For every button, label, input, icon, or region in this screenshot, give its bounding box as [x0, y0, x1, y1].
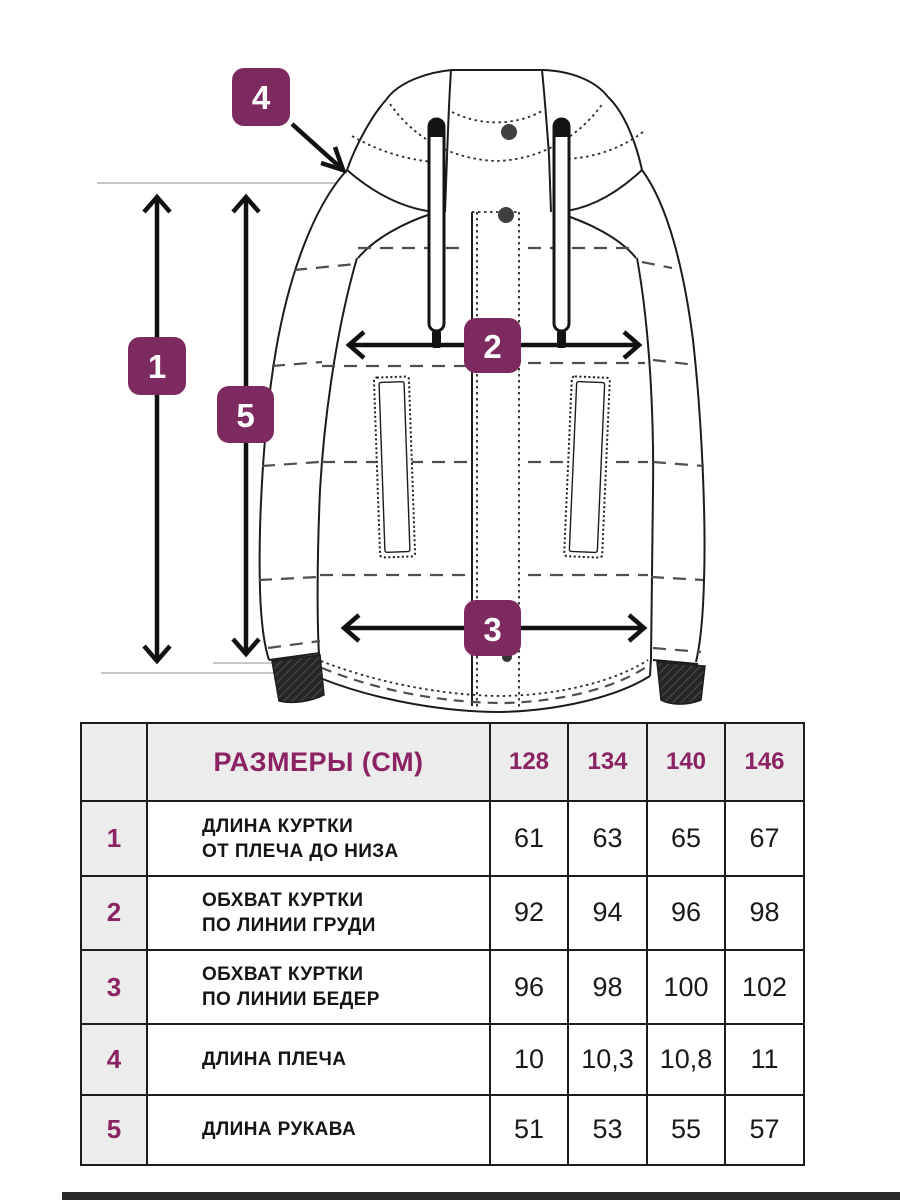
marker-1-label: 1	[148, 348, 166, 385]
row-description: ДЛИНА КУРТКИ ОТ ПЛЕЧА ДО НИЗА	[146, 800, 491, 877]
table-row: 5 ДЛИНА РУКАВА 51 53 55 57	[80, 1093, 805, 1167]
marker-5: 5	[217, 386, 274, 443]
description-line-1: ДЛИНА КУРТКИ	[202, 815, 354, 837]
table-title: РАЗМЕРЫ (СМ)	[146, 721, 491, 803]
value-cell: 10,8	[646, 1023, 726, 1096]
buttons	[498, 124, 517, 662]
stitch-lines	[320, 102, 649, 707]
row-description: ОБХВАТ КУРТКИ ПО ЛИНИИ БЕДЕР	[146, 949, 491, 1026]
size-table: РАЗМЕРЫ (СМ) 128 134 140 146 1 ДЛИНА КУР…	[80, 721, 805, 1167]
row-number: 4	[80, 1023, 148, 1096]
table-row: 1 ДЛИНА КУРТКИ ОТ ПЛЕЧА ДО НИЗА 61 63 65…	[80, 800, 805, 877]
description-line-2: ПО ЛИНИИ БЕДЕР	[202, 989, 380, 1011]
table-row: 4 ДЛИНА ПЛЕЧА 10 10,3 10,8 11	[80, 1023, 805, 1096]
row-description: ОБХВАТ КУРТКИ ПО ЛИНИИ ГРУДИ	[146, 874, 491, 952]
size-col-128: 128	[489, 721, 569, 803]
header-empty-cell	[80, 721, 148, 803]
value-cell: 10	[489, 1023, 569, 1096]
value-cell: 63	[567, 800, 648, 877]
value-cell: 96	[489, 949, 569, 1026]
description-line-1: ДЛИНА РУКАВА	[202, 1119, 357, 1141]
ribbed-cuffs	[271, 654, 706, 705]
value-cell: 98	[724, 874, 805, 952]
marker-3: 3	[464, 600, 521, 656]
value-cell: 100	[646, 949, 726, 1026]
marker-2: 2	[464, 318, 521, 373]
value-cell: 55	[646, 1093, 726, 1167]
description-line-1: ОБХВАТ КУРТКИ	[202, 964, 364, 986]
jacket-measurement-diagram: 1 5 4 2 3	[97, 68, 706, 714]
value-cell: 102	[724, 949, 805, 1026]
table-header-row: РАЗМЕРЫ (СМ) 128 134 140 146	[80, 721, 805, 803]
marker-5-label: 5	[236, 397, 254, 434]
value-cell: 10,3	[567, 1023, 648, 1096]
size-col-134: 134	[567, 721, 648, 803]
bottom-crop-band	[62, 1192, 900, 1200]
drawstrings	[427, 117, 571, 348]
marker-3-label: 3	[483, 611, 501, 648]
value-cell: 94	[567, 874, 648, 952]
value-cell: 92	[489, 874, 569, 952]
row-number: 1	[80, 800, 148, 877]
description-line-2: ОТ ПЛЕЧА ДО НИЗА	[202, 840, 399, 862]
value-cell: 67	[724, 800, 805, 877]
table-row: 2 ОБХВАТ КУРТКИ ПО ЛИНИИ ГРУДИ 92 94 96 …	[80, 874, 805, 952]
row-number: 5	[80, 1093, 148, 1167]
description-line-1: ОБХВАТ КУРТКИ	[202, 889, 364, 911]
description-line-2: ПО ЛИНИИ ГРУДИ	[202, 914, 376, 936]
row-number: 3	[80, 949, 148, 1026]
value-cell: 11	[724, 1023, 805, 1096]
jacket-outline	[258, 69, 706, 714]
marker-4: 4	[232, 68, 290, 126]
pockets	[372, 375, 611, 559]
size-col-146: 146	[724, 721, 805, 803]
value-cell: 53	[567, 1093, 648, 1167]
row-number: 2	[80, 874, 148, 952]
value-cell: 57	[724, 1093, 805, 1167]
marker-badges: 1 5 4 2 3	[128, 68, 521, 656]
row-description: ДЛИНА ПЛЕЧА	[146, 1023, 491, 1096]
value-cell: 61	[489, 800, 569, 877]
value-cell: 96	[646, 874, 726, 952]
jacket-sketch-svg: 1 5 4 2 3	[97, 68, 706, 714]
row-description: ДЛИНА РУКАВА	[146, 1093, 491, 1167]
marker-1: 1	[128, 337, 186, 395]
description-line-1: ДЛИНА ПЛЕЧА	[202, 1049, 347, 1071]
marker-4-label: 4	[252, 79, 271, 116]
value-cell: 51	[489, 1093, 569, 1167]
table-row: 3 ОБХВАТ КУРТКИ ПО ЛИНИИ БЕДЕР 96 98 100…	[80, 949, 805, 1026]
value-cell: 98	[567, 949, 648, 1026]
marker-2-label: 2	[483, 328, 501, 365]
value-cell: 65	[646, 800, 726, 877]
size-col-140: 140	[646, 721, 726, 803]
